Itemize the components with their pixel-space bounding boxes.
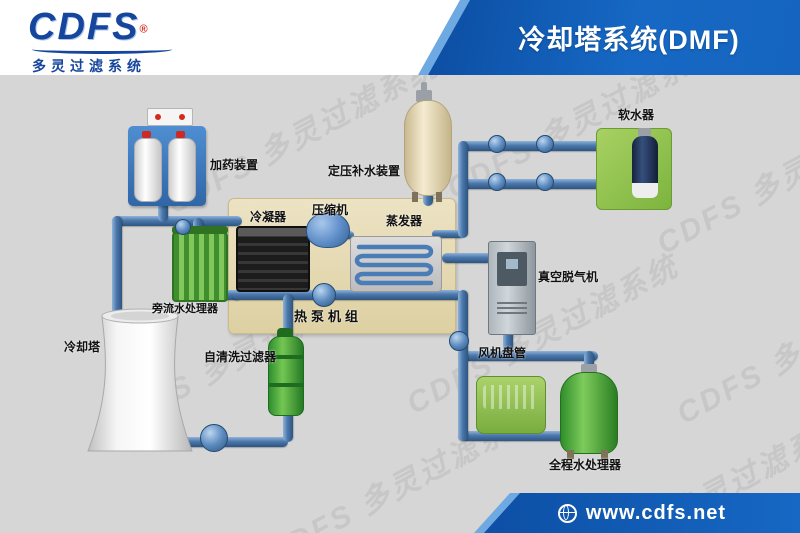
dosing-device-label: 加药装置 bbox=[210, 158, 259, 172]
pipe-segment bbox=[458, 431, 598, 441]
compressor-label: 压缩机 bbox=[312, 203, 349, 217]
pipe-segment bbox=[458, 290, 468, 441]
pipe-segment bbox=[180, 437, 288, 447]
vacuum-degasser bbox=[488, 241, 536, 335]
pipe-segment bbox=[158, 200, 168, 222]
self-cleaning-filter bbox=[268, 336, 304, 416]
pipe-segment bbox=[112, 216, 122, 318]
softener-tank bbox=[632, 136, 658, 198]
filter-flange bbox=[269, 355, 303, 359]
pipe-segment bbox=[232, 290, 462, 300]
tank-leg bbox=[436, 192, 442, 202]
circulation-pump bbox=[200, 424, 228, 452]
logo-subtitle: 多灵过滤系统 bbox=[32, 58, 146, 74]
pipe-segment bbox=[423, 192, 433, 206]
registered-mark: ® bbox=[139, 23, 148, 36]
condenser bbox=[236, 226, 310, 292]
pipe-segment bbox=[193, 218, 203, 232]
brand-logo: CDFS® 多灵过滤系统 bbox=[28, 6, 172, 76]
pipe-segment bbox=[460, 141, 602, 151]
tank-leg bbox=[601, 450, 608, 459]
fan-coil-unit bbox=[476, 376, 546, 434]
degasser-panel bbox=[497, 252, 527, 286]
page-title: 冷却塔系统(DMF) bbox=[518, 25, 740, 55]
cooling-tower-label: 冷却塔 bbox=[64, 340, 101, 354]
evaporator bbox=[350, 236, 442, 292]
logo-swoosh bbox=[32, 45, 172, 54]
circulation-pump bbox=[449, 331, 469, 351]
sidestream-top-header bbox=[172, 226, 228, 234]
filter-flange bbox=[269, 383, 303, 387]
website-banner: www.cdfs.net bbox=[484, 493, 800, 533]
dosing-control-box bbox=[147, 108, 193, 126]
pipe-segment bbox=[458, 351, 598, 361]
tank-top-stub bbox=[421, 82, 427, 92]
heat-pump-unit-label: 热泵机组 bbox=[294, 309, 363, 324]
evaporator-label: 蒸发器 bbox=[386, 214, 423, 228]
side-stream-processor-label: 旁流水处理器 bbox=[152, 303, 218, 315]
header-band: 冷却塔系统(DMF) bbox=[428, 0, 800, 75]
makeup-water-label: 定压补水装置 bbox=[328, 164, 401, 178]
degasser-vents bbox=[497, 302, 527, 316]
tank-top-fitting bbox=[416, 90, 432, 102]
evaporator-coil bbox=[354, 244, 434, 286]
circulation-pump bbox=[488, 135, 506, 153]
tank-leg bbox=[567, 450, 574, 459]
circulation-pump bbox=[488, 173, 506, 191]
fan-coil-slats bbox=[483, 385, 539, 409]
vacuum-degasser-label: 真空脱气机 bbox=[538, 270, 599, 284]
filter-cap bbox=[277, 328, 293, 338]
dosing-tank bbox=[134, 138, 162, 202]
fan-coil-label: 风机盘管 bbox=[478, 346, 527, 360]
softener-tank-base bbox=[632, 183, 658, 198]
pipe-segment bbox=[460, 179, 602, 189]
softener-cap bbox=[638, 128, 651, 136]
header-bar: 冷却塔系统(DMF) CDFS® 多灵过滤系统 bbox=[0, 0, 800, 75]
processor-top-flange bbox=[581, 364, 597, 373]
dosing-tank-cap bbox=[176, 131, 185, 138]
condenser-label: 冷凝器 bbox=[250, 210, 287, 224]
full-water-processor bbox=[560, 372, 618, 454]
full-water-processor-label: 全程水处理器 bbox=[549, 458, 622, 472]
compressor bbox=[306, 212, 350, 248]
pipe-segment bbox=[503, 326, 513, 356]
circulation-pump bbox=[536, 135, 554, 153]
tank-leg bbox=[412, 192, 418, 202]
self-cleaning-filter-label: 自清洗过滤器 bbox=[204, 350, 277, 364]
pipe-segment bbox=[442, 253, 492, 263]
watermark-text: CDFS 多灵过滤系统 bbox=[671, 259, 800, 431]
dosing-tank-cap bbox=[142, 131, 151, 138]
makeup-water-device bbox=[404, 100, 452, 196]
side-stream-processor bbox=[172, 232, 228, 302]
dosing-tank bbox=[168, 138, 196, 202]
globe-icon bbox=[557, 503, 577, 523]
circulation-pump bbox=[312, 283, 336, 307]
circulation-pump bbox=[536, 173, 554, 191]
water-softener-label: 软水器 bbox=[618, 108, 655, 122]
degasser-window bbox=[506, 259, 518, 269]
pipe-segment bbox=[432, 230, 464, 238]
cooling-tower bbox=[84, 303, 196, 455]
website-url: www.cdfs.net bbox=[585, 501, 727, 524]
circulation-pump bbox=[175, 219, 191, 235]
pipe-segment bbox=[458, 141, 468, 238]
logo-text: CDFS bbox=[28, 6, 140, 48]
